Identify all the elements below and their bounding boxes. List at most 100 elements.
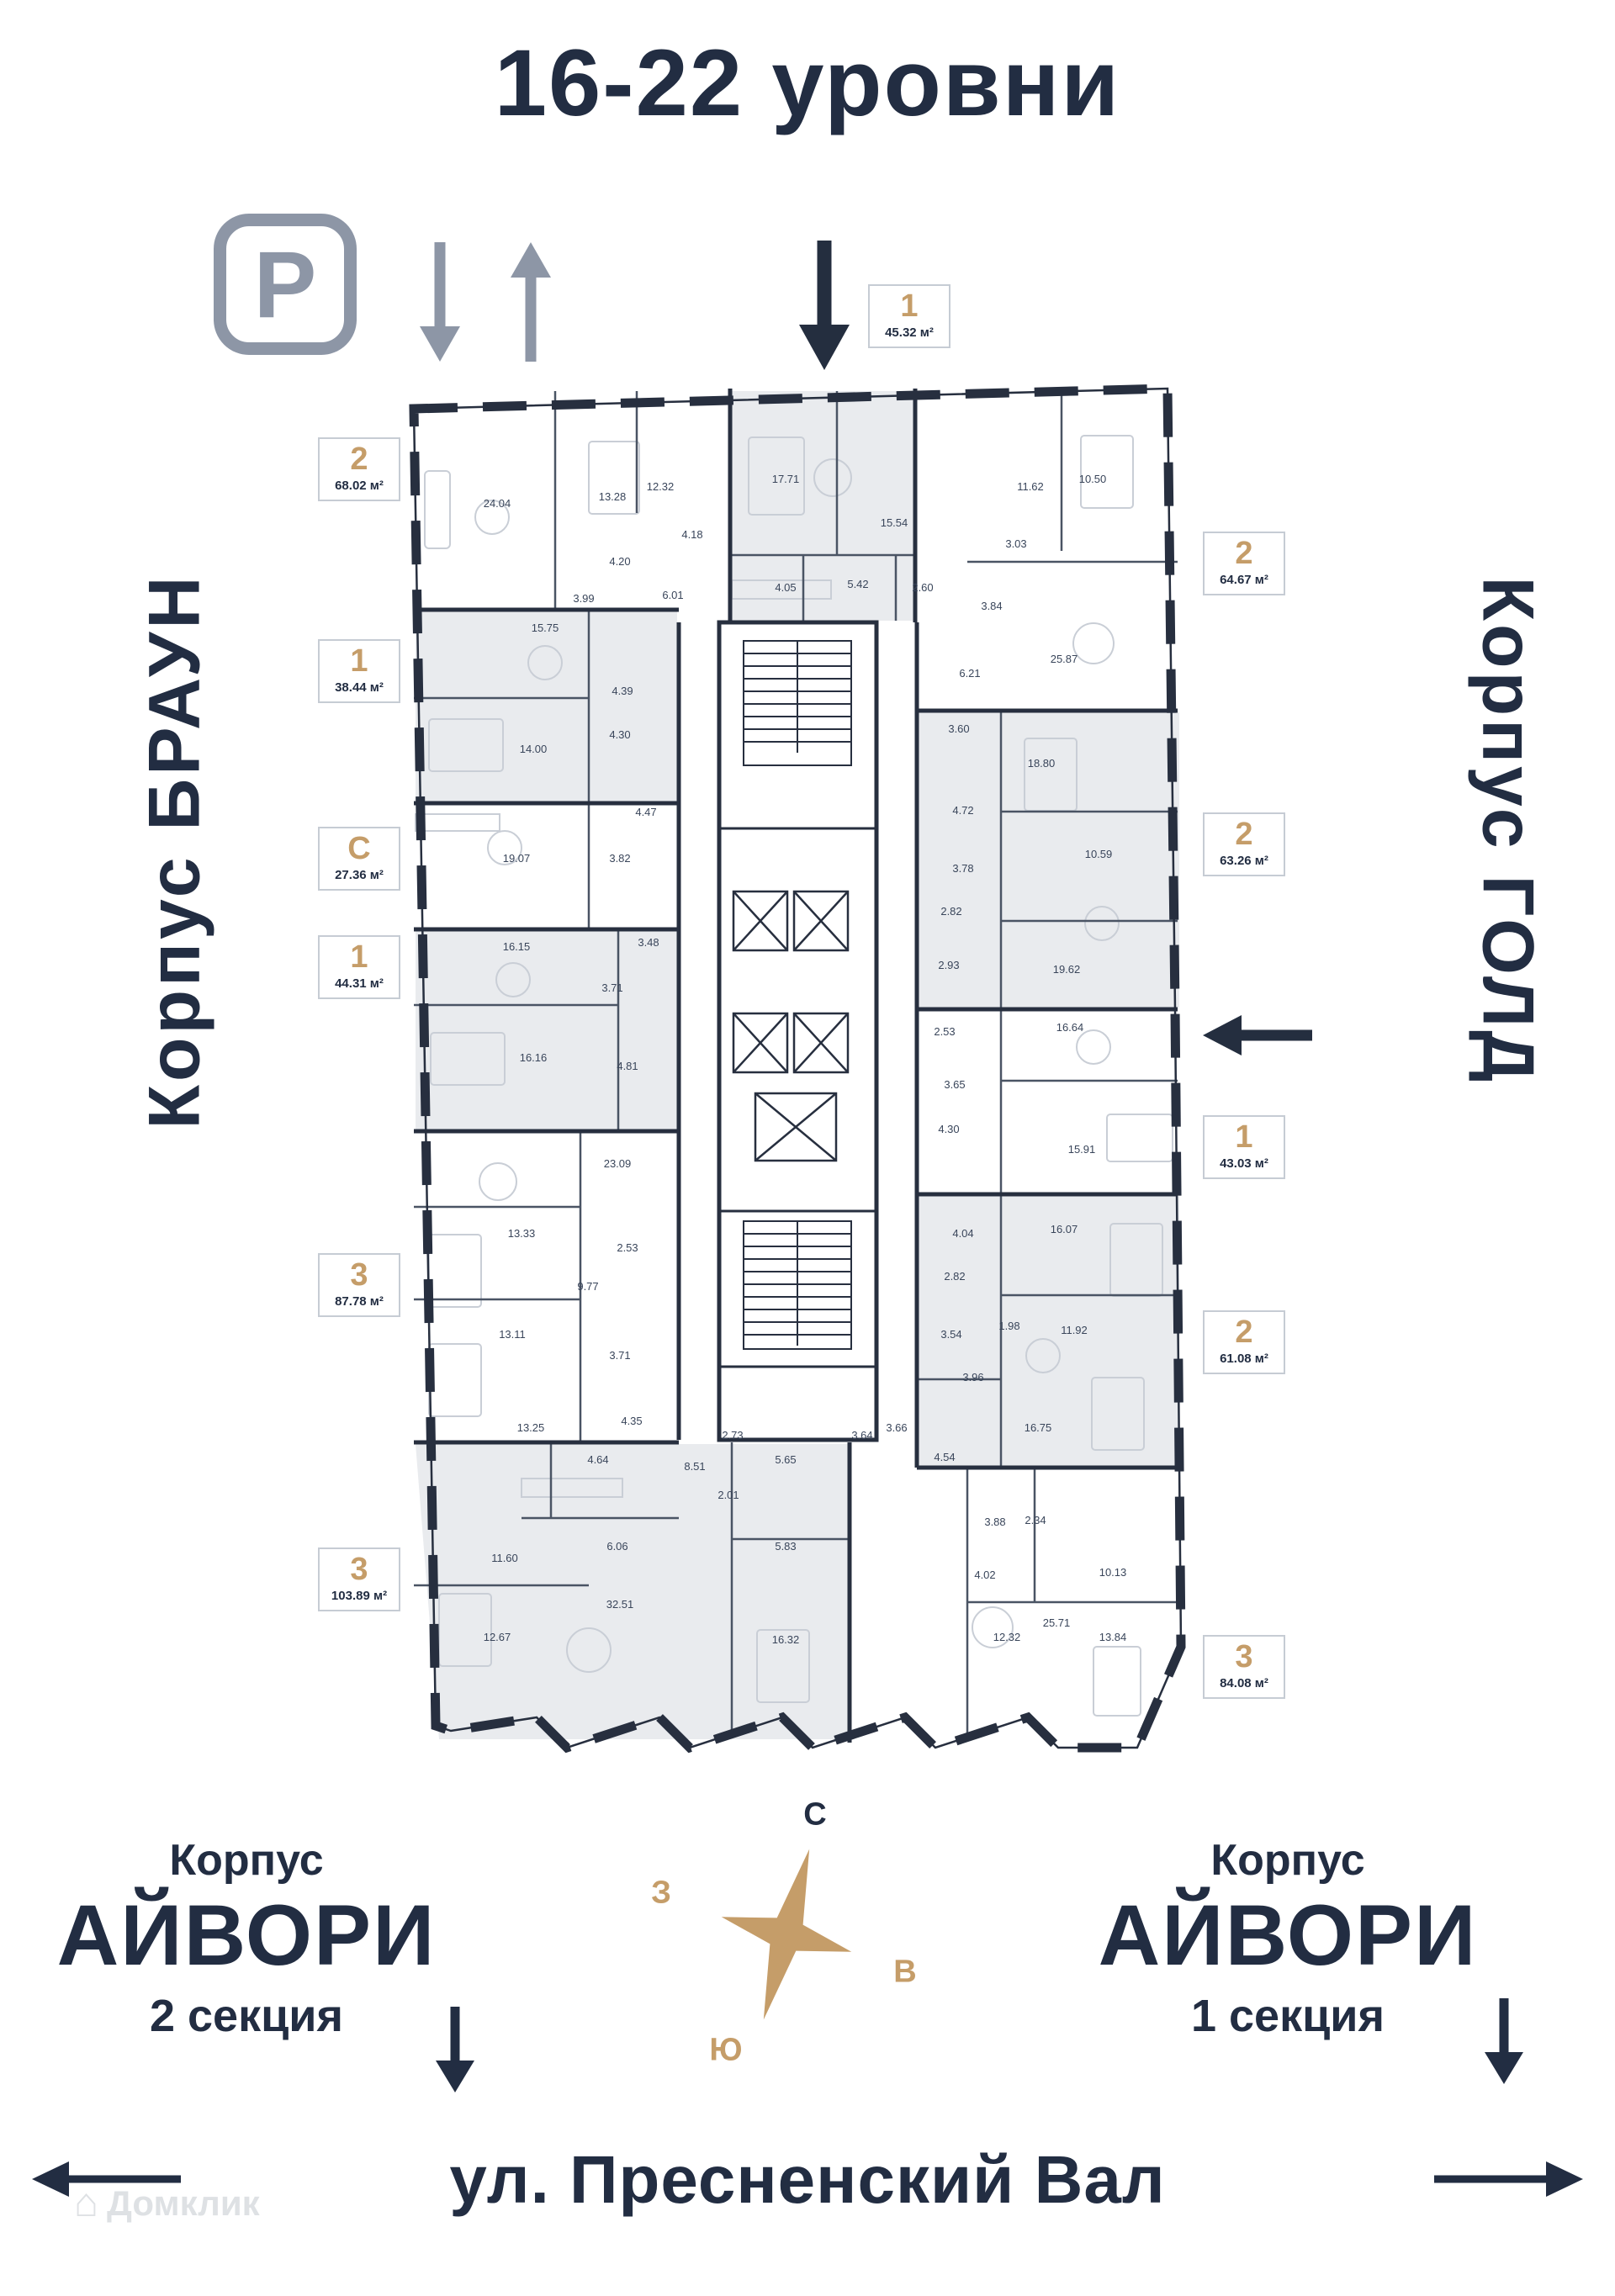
room-area-label: 17.71	[772, 473, 800, 485]
room-area-label: 15.54	[881, 516, 908, 529]
room-area-label: 4.30	[609, 728, 630, 741]
unit-area: 68.02 м²	[335, 478, 384, 493]
room-area-label: 2.73	[722, 1429, 743, 1442]
unit-type: 2	[1235, 536, 1253, 571]
room-area-label: 25.71	[1043, 1616, 1071, 1629]
room-area-label: 3.99	[573, 592, 594, 605]
room-area-label: 16.32	[772, 1633, 800, 1646]
unit-tag-left-1[interactable]: 2 68.02 м²	[318, 437, 400, 501]
unit-tag-left-3[interactable]: С 27.36 м²	[318, 827, 400, 891]
room-area-label: 3.64	[851, 1429, 872, 1442]
unit-tag-left-2[interactable]: 1 38.44 м²	[318, 639, 400, 703]
room-area-label: 16.15	[503, 940, 531, 953]
room-area-label: 2.93	[938, 959, 959, 971]
room-area-label: 11.92	[1061, 1324, 1088, 1336]
room-area-label: 19.07	[503, 852, 531, 865]
room-area-label: 11.60	[491, 1552, 518, 1564]
room-labels: 24.04 13.28 12.32 4.18 4.20 3.99 6.01 17.71 15.5…	[484, 473, 1127, 1646]
room-area-label: 3.71	[609, 1349, 630, 1362]
entrance-arrow-down-icon	[799, 241, 850, 370]
unit-tag-top-1[interactable]: 1 45.32 м²	[868, 284, 950, 348]
unit-tag-right-1[interactable]: 2 64.67 м²	[1203, 532, 1285, 595]
room-area-label: 13.84	[1099, 1631, 1127, 1643]
stairs-icon	[743, 1220, 852, 1350]
core	[717, 620, 879, 1442]
unit-tag-right-4[interactable]: 2 61.08 м²	[1203, 1310, 1285, 1374]
room-area-label: 12.32	[647, 480, 675, 493]
room-area-label: 4.02	[974, 1569, 995, 1581]
room-area-label: 4.64	[587, 1453, 608, 1466]
room-area-label: 18.80	[1028, 757, 1056, 770]
room-area-label: 4.30	[938, 1123, 959, 1135]
building-block-ivory-2: Корпус АЙВОРИ 2 секция	[32, 1835, 461, 2042]
parking-ramp-arrows	[420, 242, 551, 362]
room-area-label: 3.48	[638, 936, 659, 949]
ivory-2-arrow-down-icon	[436, 2007, 474, 2092]
room-area-label: 19.62	[1053, 963, 1081, 976]
unit-area: 38.44 м²	[335, 680, 384, 695]
unit-tag-right-2[interactable]: 2 63.26 м²	[1203, 812, 1285, 876]
room-area-label: 15.75	[532, 622, 559, 634]
room-area-label: 13.11	[499, 1328, 526, 1341]
room-area-label: 10.50	[1079, 473, 1107, 485]
unit-tag-right-5[interactable]: 3 84.08 м²	[1203, 1635, 1285, 1699]
room-area-label: 4.47	[635, 806, 656, 818]
unit-area: 45.32 м²	[885, 325, 934, 340]
ivory-1-arrow-down-icon	[1485, 1998, 1523, 2084]
room-area-label: 13.28	[599, 490, 627, 503]
unit-area: 103.89 м²	[331, 1588, 388, 1603]
unit-type: 2	[1235, 817, 1253, 852]
room-area-label: 14.00	[520, 743, 548, 755]
street-arrow-right-icon	[1434, 2161, 1583, 2197]
room-area-label: 3.60	[948, 722, 969, 735]
room-area-label: 3.84	[981, 600, 1002, 612]
room-area-label: 11.62	[1017, 480, 1044, 493]
room-area-label: 3.88	[984, 1516, 1005, 1528]
room-area-label: 24.04	[484, 497, 511, 510]
room-area-label: 16.07	[1051, 1223, 1078, 1235]
elevator-icon	[732, 890, 850, 1162]
room-area-label: 5.83	[775, 1540, 796, 1553]
room-area-label: 4.18	[681, 528, 702, 541]
room-area-label: 4.20	[609, 555, 630, 568]
unit-type: 2	[350, 442, 368, 477]
unit-area: 84.08 м²	[1220, 1675, 1268, 1690]
building-label: Корпус	[1210, 1836, 1365, 1885]
unit-type: С	[347, 831, 371, 866]
room-area-label: 2.60	[912, 581, 933, 594]
room-area-label: 3.96	[962, 1371, 983, 1383]
unit-area: 63.26 м²	[1220, 853, 1268, 868]
room-area-label: 9.77	[577, 1280, 598, 1293]
room-area-label: 16.16	[520, 1051, 548, 1064]
unit-type: 1	[900, 288, 919, 324]
room-area-label: 2.34	[1025, 1514, 1046, 1526]
unit-tag-left-6[interactable]: 3 103.89 м²	[318, 1547, 400, 1611]
room-area-label: 4.39	[612, 685, 633, 697]
unit-area: 27.36 м²	[335, 867, 384, 882]
room-area-label: 23.09	[604, 1157, 632, 1170]
room-area-label: 12.67	[484, 1631, 511, 1643]
unit-area: 64.67 м²	[1220, 572, 1268, 587]
stairs-icon	[743, 640, 852, 766]
room-area-label: 16.64	[1056, 1021, 1084, 1034]
room-area-label: 3.54	[940, 1328, 961, 1341]
room-area-label: 4.81	[617, 1060, 638, 1072]
wing-name-right: Корпус ГОЛД	[1467, 576, 1549, 1086]
street-name: ул. Пресненский Вал	[449, 2142, 1166, 2217]
unit-tag-right-3[interactable]: 1 43.03 м²	[1203, 1115, 1285, 1179]
compass-west: З	[651, 1875, 671, 1911]
room-area-label: 4.05	[775, 581, 796, 594]
furniture	[415, 435, 1173, 1717]
unit-tag-left-4[interactable]: 1 44.31 м²	[318, 935, 400, 999]
room-area-label: 2.53	[617, 1241, 638, 1254]
unit-tag-left-5[interactable]: 3 87.78 м²	[318, 1253, 400, 1317]
unit-type: 3	[350, 1552, 368, 1587]
room-area-label: 6.01	[662, 589, 683, 601]
page-title: 16-22 уровни	[494, 30, 1121, 135]
unit-area: 43.03 м²	[1220, 1156, 1268, 1171]
room-area-label: 6.06	[606, 1540, 627, 1553]
room-area-label: 10.59	[1085, 848, 1113, 860]
room-area-label: 13.33	[508, 1227, 536, 1240]
unit-area: 61.08 м²	[1220, 1351, 1268, 1366]
